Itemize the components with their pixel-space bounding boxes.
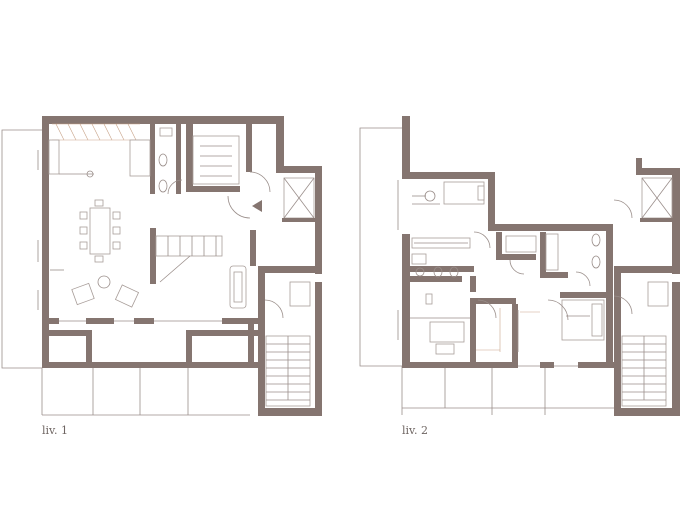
bedroom-2-level-2 — [410, 299, 497, 355]
level-2-plan — [359, 116, 680, 416]
bathroom-1-level-2 — [411, 253, 459, 305]
level-1-label: liv. 1 — [42, 424, 68, 437]
dining-table — [50, 199, 121, 271]
bedroom-1-level-2 — [411, 181, 491, 249]
terrace-outline-right — [359, 127, 402, 367]
doors-level-1 — [227, 171, 284, 319]
windows-level-2 — [397, 180, 578, 367]
shaft-level-2 — [647, 281, 669, 307]
main-staircase-level-1 — [265, 335, 311, 407]
main-staircase-level-2 — [621, 335, 667, 407]
kitchen-level-1 — [48, 139, 151, 178]
terrace-outline-left — [1, 129, 42, 369]
living-room-furniture — [71, 265, 247, 309]
stair-hatch-top — [52, 123, 140, 141]
outer-walls-level-1 — [42, 116, 322, 416]
closet-level-2 — [476, 308, 540, 352]
level-1-plan — [1, 116, 322, 416]
internal-stair-level-1 — [155, 135, 240, 283]
garden-grid-level-1 — [41, 368, 250, 416]
elevator-level-1 — [282, 177, 316, 222]
elevator-level-2 — [640, 177, 674, 222]
shaft-level-1 — [289, 281, 311, 307]
outer-walls-level-2 — [402, 116, 680, 416]
bathroom-level-1 — [158, 127, 183, 195]
inner-walls-level-2 — [402, 232, 606, 362]
master-bedroom-level-2 — [547, 299, 605, 341]
windows-level-1 — [37, 150, 222, 322]
inner-walls-level-1 — [42, 124, 258, 362]
level-2-label: liv. 2 — [402, 424, 428, 437]
garden-grid-level-2 — [401, 366, 614, 415]
doors-level-2 — [613, 199, 633, 315]
bathroom-2-level-2 — [505, 233, 601, 287]
